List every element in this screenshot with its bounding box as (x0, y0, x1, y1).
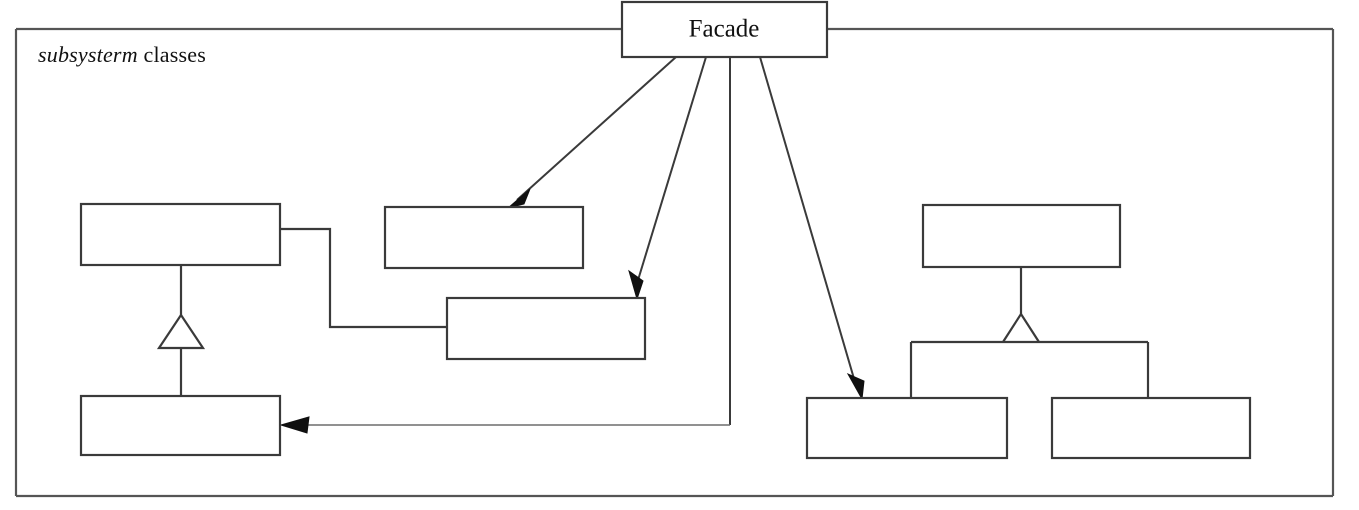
dependency-arrowhead-1 (507, 188, 531, 209)
right-generalization-triangle-legs (1002, 311, 1040, 343)
subsystem-frame (14, 27, 1335, 498)
left-child-box[interactable] (79, 394, 282, 457)
facade-label: Facade (689, 16, 760, 43)
right-generalization (909, 267, 1150, 399)
dependency-facade-to-left-child (279, 57, 731, 434)
dependency-arrowhead-3 (846, 372, 865, 401)
left-generalization-triangle (156, 313, 206, 350)
left-generalization (156, 265, 206, 396)
subsystem-frame-label: subsysterm classes (38, 42, 206, 68)
facade-box[interactable] (620, 0, 829, 59)
middle-upper-box[interactable] (383, 205, 585, 270)
dependency-facade-to-middle-upper (507, 56, 677, 209)
right-parent-box[interactable] (921, 203, 1122, 269)
right-child-left-box[interactable] (805, 396, 1009, 460)
subsystem-keyword: subsysterm (38, 42, 138, 67)
left-parent-box[interactable] (79, 202, 282, 267)
dependency-arrowhead-4 (279, 416, 310, 434)
dependency-facade-to-right-child-left (759, 56, 865, 401)
dependency-line-3 (759, 56, 858, 390)
dependency-facade-to-middle-lower (628, 56, 707, 301)
facade-class[interactable]: Facade (620, 0, 829, 59)
middle-lower-box[interactable] (445, 296, 647, 361)
right-child-right-box[interactable] (1050, 396, 1252, 460)
dependency-line-2 (634, 56, 707, 291)
subsystem-label-suffix: classes (137, 42, 206, 67)
association-left-parent-to-middle-lower (280, 227, 447, 329)
dependency-arrowhead-2 (628, 269, 644, 301)
dependency-line-1 (516, 56, 677, 201)
